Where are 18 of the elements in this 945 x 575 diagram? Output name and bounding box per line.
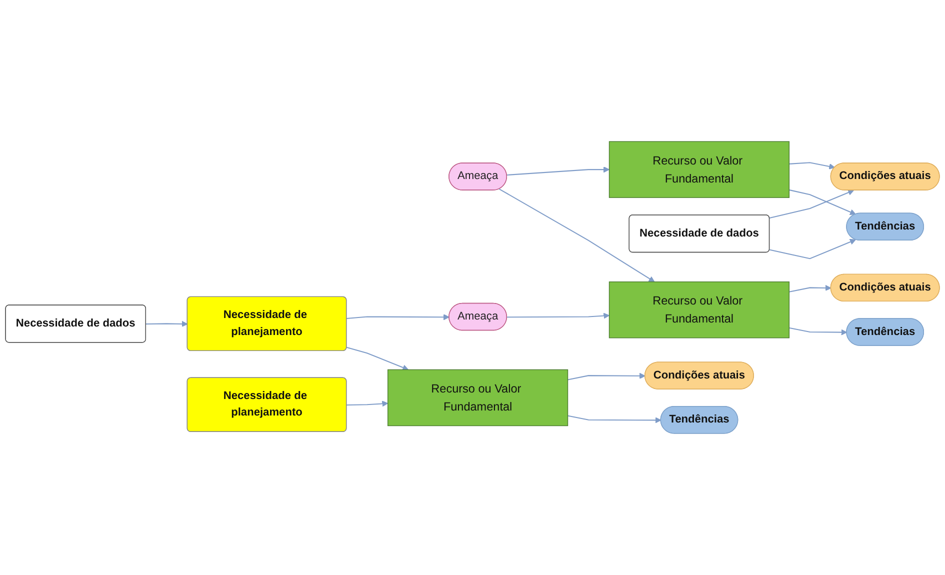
arrow	[506, 166, 610, 176]
arrow	[789, 284, 832, 292]
arrow	[789, 327, 848, 336]
arrow	[507, 312, 610, 319]
arrow	[769, 239, 856, 260]
arrow	[789, 162, 836, 170]
arrow	[568, 415, 662, 424]
arrow	[789, 189, 856, 215]
node-box: Recurso ou Valor Fundamental	[608, 282, 790, 338]
arrow	[346, 400, 388, 407]
arrow	[499, 188, 655, 282]
arrow	[146, 320, 188, 328]
arrow	[769, 190, 854, 219]
node-box: Recurso ou Valor Fundamental	[608, 141, 790, 198]
node-box: Recurso ou Valor Fundamental	[388, 369, 568, 426]
arrow	[568, 372, 646, 380]
arrow	[346, 314, 450, 320]
arrow	[346, 346, 409, 371]
